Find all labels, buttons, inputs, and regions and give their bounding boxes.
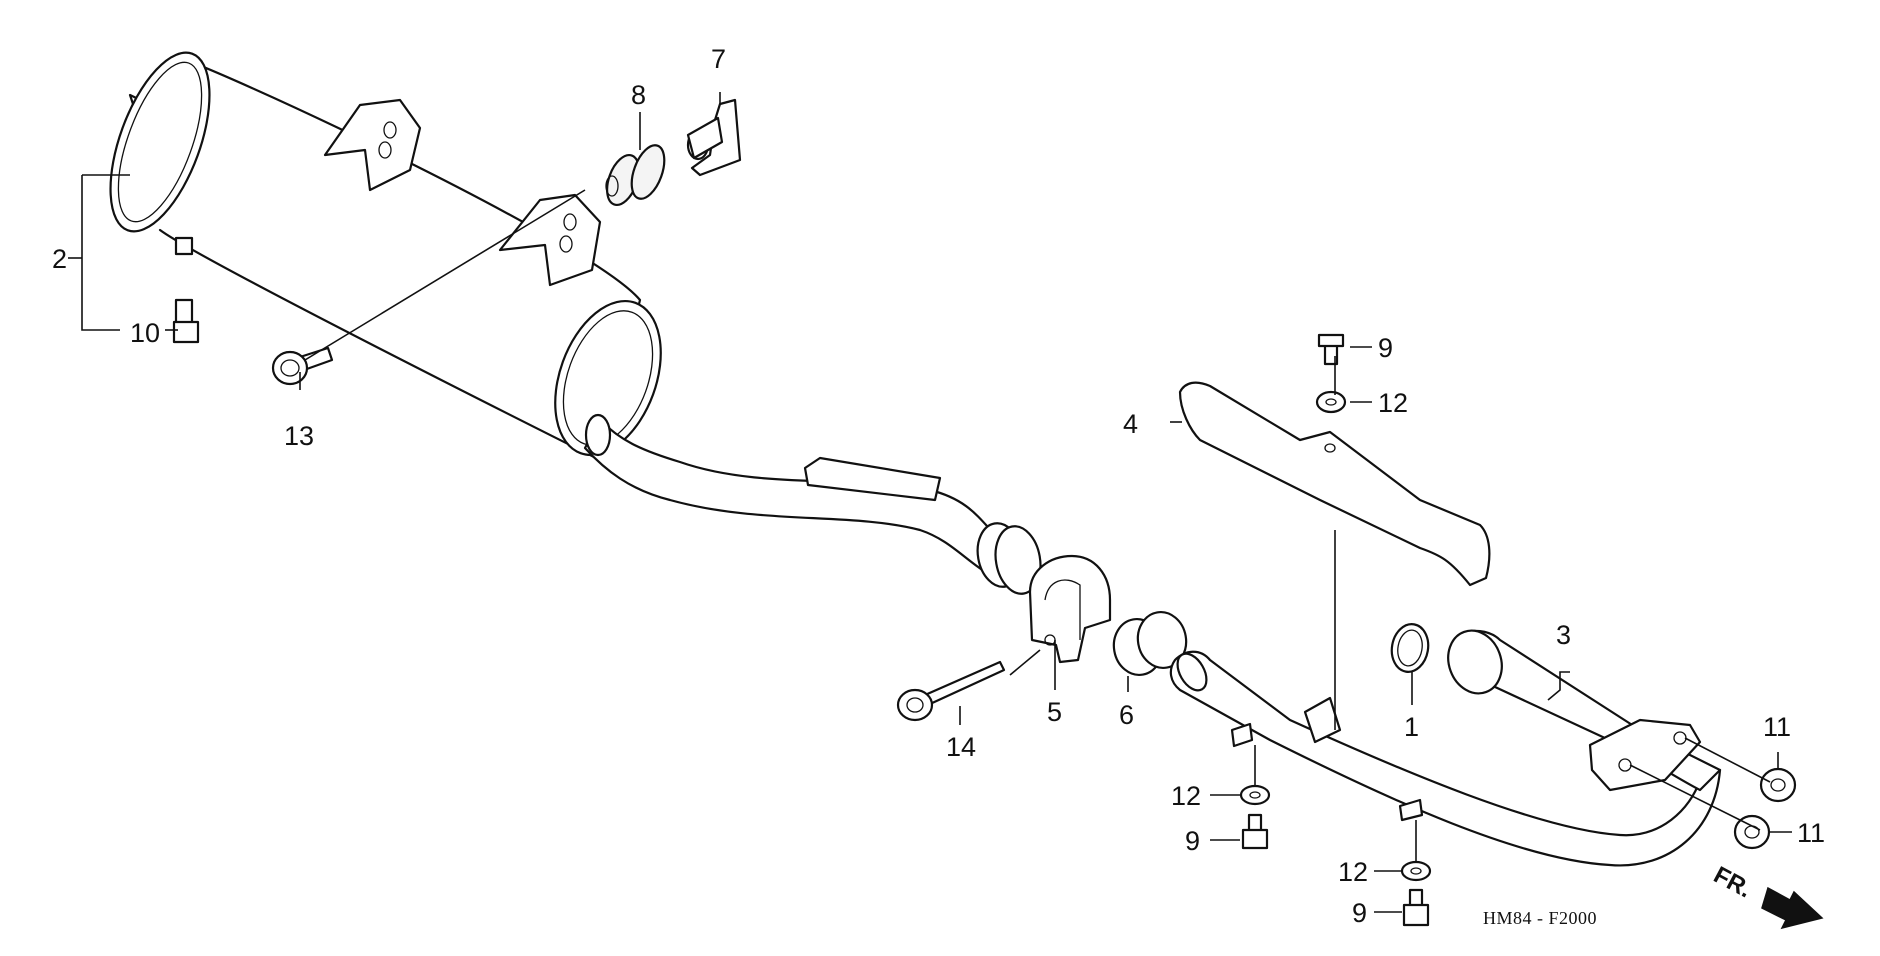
callout-12-top: 12: [1378, 388, 1408, 418]
nut-11-top: [1759, 767, 1797, 803]
callout-12-bottom: 12: [1338, 857, 1368, 887]
rubber-grommet: [605, 144, 666, 206]
exhaust-pipe: [1169, 629, 1722, 867]
callout-8: 8: [631, 80, 646, 110]
pipe-clamp: [1028, 554, 1112, 664]
callout-9-left: 9: [1185, 826, 1200, 856]
connecting-pipe: [583, 413, 1042, 595]
exhaust-gasket-6: [1112, 611, 1188, 676]
callout-4: 4: [1123, 409, 1138, 439]
callout-7: 7: [711, 44, 726, 74]
muffler: [109, 51, 662, 462]
bolt-9-bottom: [1402, 888, 1430, 927]
stay-bracket: [686, 98, 742, 177]
callout-11-bottom: 11: [1797, 818, 1825, 848]
front-arrow-icon: [1761, 886, 1824, 930]
front-direction-indicator: FR.: [1709, 861, 1824, 930]
callout-1: 1: [1404, 712, 1419, 742]
callout-6: 6: [1119, 700, 1134, 730]
exhaust-gasket-1: [1390, 623, 1430, 673]
callout-labels: 2 10 13 7 8 4 9 12 5 6 14 1 3 12 9 12 9 …: [52, 44, 1825, 928]
bolt-14: [896, 660, 1006, 722]
bolt-9-left: [1241, 813, 1269, 850]
heat-guard: [1178, 381, 1491, 587]
callout-12-left: 12: [1171, 781, 1201, 811]
leader-lines: [68, 92, 1792, 913]
callout-2: 2: [52, 244, 67, 274]
callout-14: 14: [946, 732, 976, 762]
washer-12-left: [1239, 784, 1271, 806]
front-label: FR.: [1709, 861, 1756, 903]
callout-5: 5: [1047, 697, 1062, 727]
callout-3: 3: [1556, 620, 1571, 650]
washer-12-top: [1315, 390, 1347, 414]
callout-10: 10: [130, 318, 160, 348]
washer-12-bottom: [1400, 860, 1432, 882]
figure-code: HM84 - F2000: [1483, 908, 1598, 928]
callout-9-top: 9: [1378, 333, 1393, 363]
bolt-9-top: [1317, 333, 1345, 366]
bolt-13: [271, 346, 334, 386]
drain-bolt-10: [172, 298, 200, 344]
callout-9-bottom: 9: [1352, 898, 1367, 928]
callout-13: 13: [284, 421, 314, 451]
callout-11-top: 11: [1763, 712, 1791, 742]
